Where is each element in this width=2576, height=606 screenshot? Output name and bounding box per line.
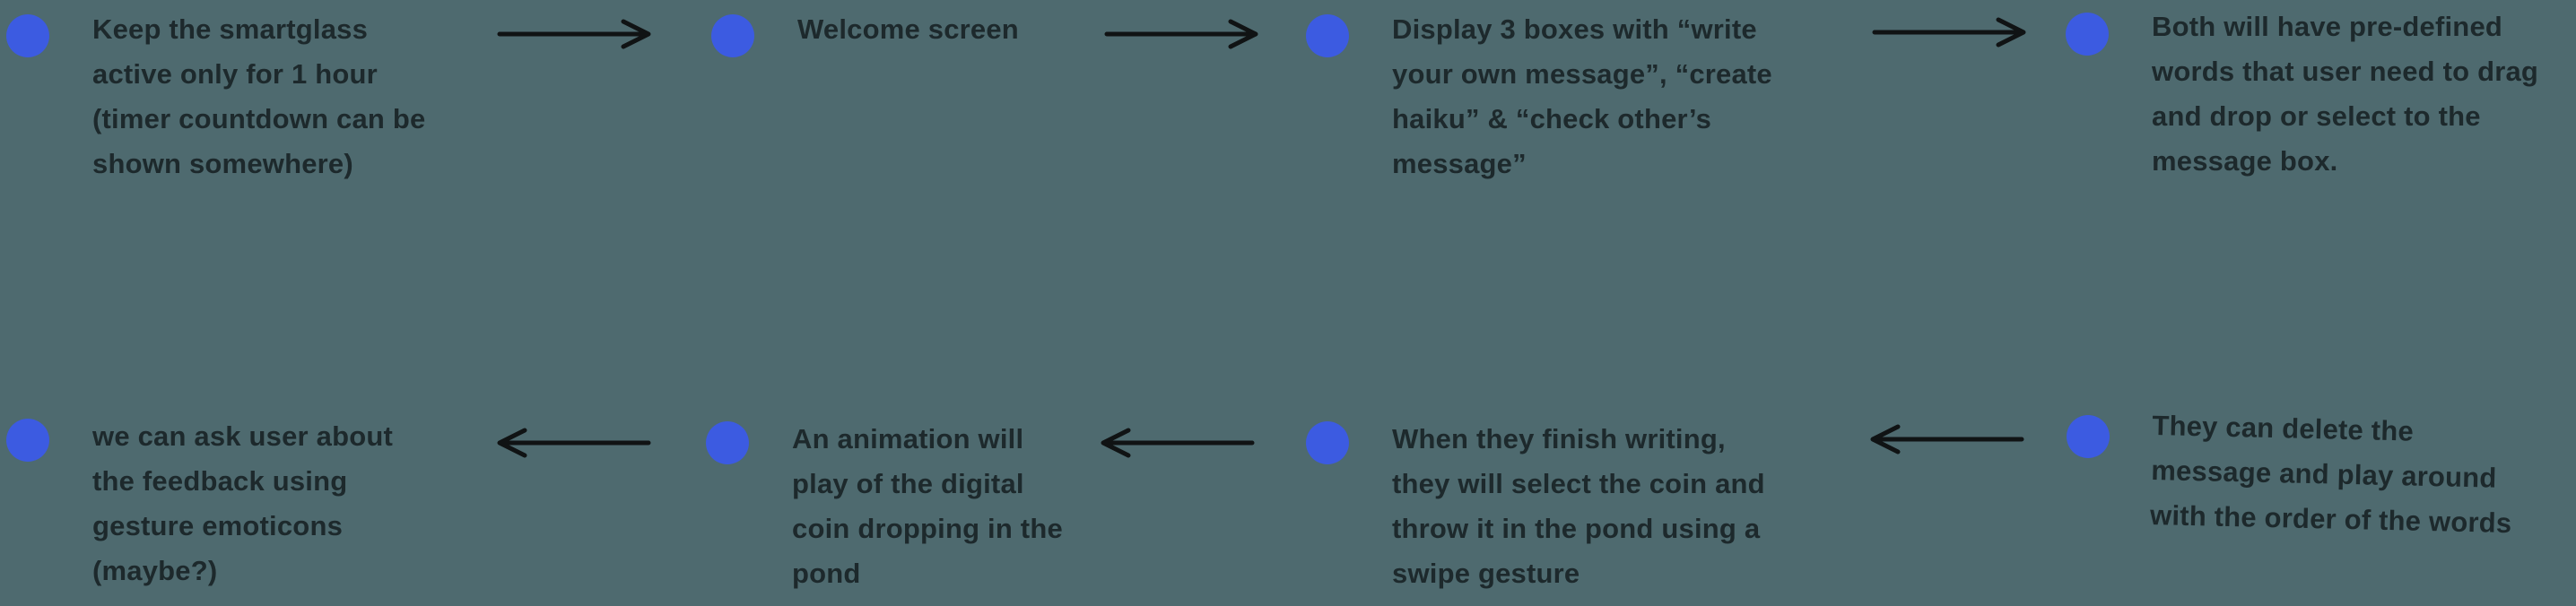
flow-node-4[interactable]: Both will have pre-defined words that us… (2066, 4, 2564, 184)
node-dot[interactable] (1306, 421, 1349, 464)
flow-node-5[interactable]: They can delete the message and play aro… (2067, 403, 2538, 539)
node-label[interactable]: An animation will play of the digital co… (792, 423, 1063, 589)
flow-node-7[interactable]: An animation will play of the digital co… (706, 417, 1070, 596)
node-dot[interactable] (706, 421, 749, 464)
node-label[interactable]: Display 3 boxes with “write your own mes… (1392, 13, 1772, 179)
flow-node-6[interactable]: When they finish writing, they will sele… (1306, 417, 1787, 596)
arrow-right-icon[interactable] (1871, 13, 2029, 52)
arrow-left-icon[interactable] (494, 423, 652, 463)
arrow-left-icon[interactable] (1098, 423, 1256, 463)
node-dot[interactable] (2067, 415, 2110, 458)
node-label[interactable]: When they finish writing, they will sele… (1392, 423, 1765, 589)
node-label[interactable]: we can ask user about the feedback using… (92, 420, 393, 586)
flow-node-3[interactable]: Display 3 boxes with “write your own mes… (1306, 7, 1805, 186)
flow-node-8[interactable]: we can ask user about the feedback using… (6, 414, 442, 593)
arrow-right-icon[interactable] (496, 14, 654, 54)
node-label[interactable]: Both will have pre-defined words that us… (2152, 11, 2539, 177)
arrow-left-icon[interactable] (1867, 420, 2025, 459)
node-label[interactable]: They can delete the message and play aro… (2149, 409, 2512, 540)
arrow-right-icon[interactable] (1103, 14, 1261, 54)
node-dot[interactable] (6, 14, 49, 57)
node-dot[interactable] (1306, 14, 1349, 57)
node-dot[interactable] (711, 14, 754, 57)
node-label[interactable]: Welcome screen (797, 13, 1019, 45)
flow-node-2[interactable]: Welcome screen (711, 7, 1102, 57)
node-dot[interactable] (6, 419, 49, 462)
flow-node-1[interactable]: Keep the smartglass active only for 1 ho… (6, 7, 442, 186)
node-dot[interactable] (2066, 13, 2109, 56)
node-label[interactable]: Keep the smartglass active only for 1 ho… (92, 13, 426, 179)
